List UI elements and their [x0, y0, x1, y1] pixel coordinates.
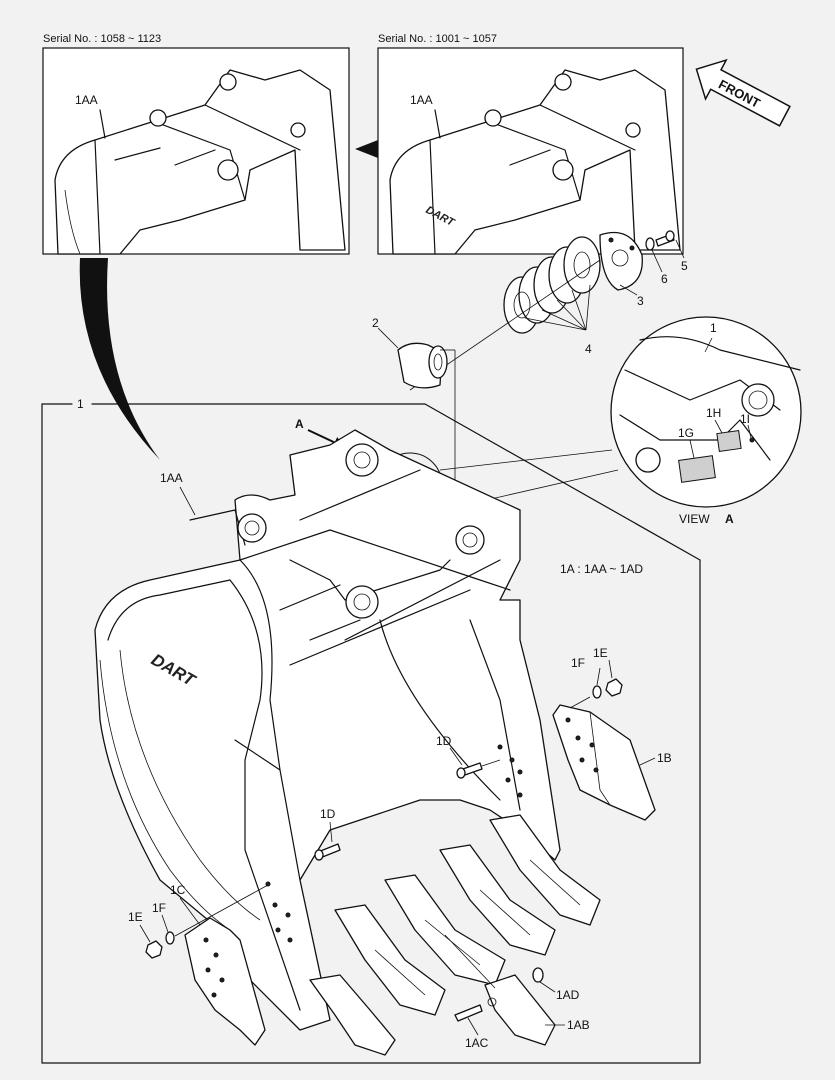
tooth: [439, 844, 556, 956]
callout-6: 6: [661, 272, 668, 286]
callout-1aa-right: 1AA: [410, 93, 433, 107]
callout-1ac: 1AC: [465, 1036, 489, 1050]
assembly-note: 1A : 1AA ~ 1AD: [560, 562, 643, 576]
washer-1f-left: [165, 931, 175, 945]
right-serial-label: Serial No. : 1001 ~ 1057: [378, 33, 497, 45]
tooth: [334, 904, 446, 1016]
front-arrow: FRONT: [695, 58, 791, 127]
bucket-body: DART 1AA: [94, 429, 561, 1031]
detail-panel-left: Serial No. : 1058 ~ 1123 1AA: [42, 33, 350, 255]
callout-1e-left: 1E: [128, 910, 143, 924]
callout-1-view: 1: [710, 321, 717, 335]
callout-1b: 1B: [657, 751, 672, 765]
callout-1: 1: [77, 397, 84, 411]
washer-1f-right: [592, 685, 602, 699]
callout-5: 5: [681, 259, 688, 273]
pin-1ac: [454, 1004, 483, 1022]
callout-1aa-left: 1AA: [75, 93, 98, 107]
callout-1ad: 1AD: [556, 988, 580, 1002]
teeth-row: 1AD 1AB 1AC: [309, 814, 601, 1056]
shim-assembly: 3 4 5 6: [409, 230, 688, 391]
callout-1e-right: 1E: [593, 646, 608, 660]
washer: [645, 237, 655, 251]
reference-swoosh: [79, 258, 160, 460]
callout-1c: 1C: [170, 883, 186, 897]
view-label: VIEW: [679, 512, 710, 526]
main-frame: 1 1A : 1AA ~ 1AD: [41, 397, 701, 1064]
tooth: [489, 814, 601, 926]
callout-3: 3: [637, 294, 644, 308]
tooth: [309, 974, 396, 1056]
callout-1f-right: 1F: [571, 656, 585, 670]
callout-1aa-main: 1AA: [160, 471, 183, 485]
detail-panel-right: Serial No. : 1001 ~ 1057 DART 1AA: [377, 33, 684, 255]
pointer-triangle: [355, 140, 378, 158]
callout-1i: 1I: [740, 412, 750, 426]
callout-1f-left: 1F: [152, 901, 166, 915]
view-arrow-letter: A: [295, 417, 304, 431]
callout-1h: 1H: [706, 406, 721, 420]
left-serial-label: Serial No. : 1058 ~ 1123: [43, 33, 161, 45]
shim-box-1g: [678, 455, 716, 483]
callout-4: 4: [585, 342, 592, 356]
side-cutter-right: 1B 1D 1F 1E: [436, 646, 672, 821]
nut-1e-right: [605, 678, 623, 697]
callout-1d-lower: 1D: [320, 807, 336, 821]
lock-1ad: [532, 967, 544, 983]
nut-1e-left: [145, 940, 163, 959]
side-cutter-left: 1C 1D 1E 1F: [128, 807, 341, 1046]
callout-1d-upper: 1D: [436, 734, 452, 748]
shim-box-1h: [716, 429, 742, 453]
tooth-1ab: [484, 974, 556, 1046]
callout-1g: 1G: [678, 426, 694, 440]
view-a-arrow: A: [295, 417, 346, 448]
callout-2: 2: [372, 316, 379, 330]
view-letter: A: [725, 512, 734, 526]
view-a-detail: 1 1G 1H 1I VIEW A: [610, 316, 802, 526]
callout-1ab: 1AB: [567, 1018, 590, 1032]
